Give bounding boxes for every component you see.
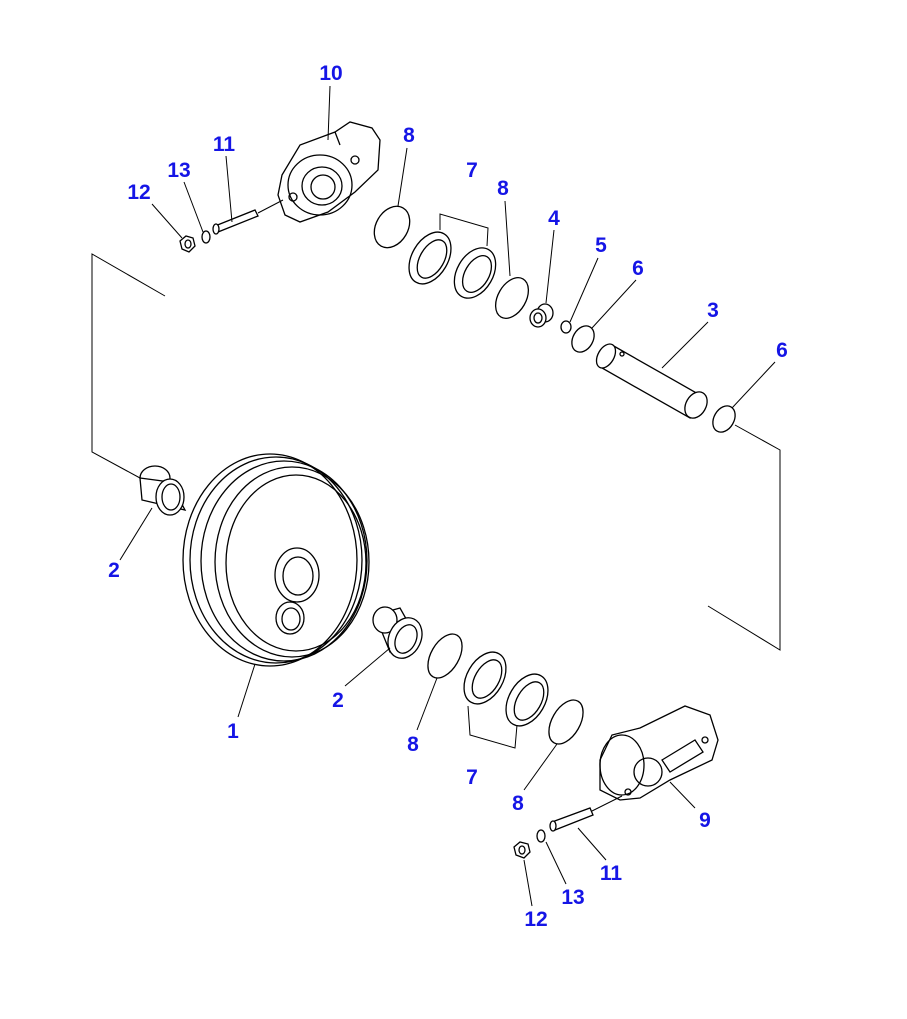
callout-8: 8: [497, 177, 509, 200]
callout-5: 5: [595, 234, 607, 257]
callout-6: 6: [776, 339, 788, 362]
callout-9: 9: [699, 809, 711, 832]
o-ring-8-c: [427, 633, 463, 679]
plug-6-a: [571, 325, 595, 353]
callout-13: 13: [167, 159, 190, 182]
callout-4: 4: [548, 207, 560, 230]
floating-seal-7-top: [408, 213, 497, 299]
callout-12: 12: [127, 181, 150, 204]
washer-13-top: [201, 230, 211, 244]
callout-11: 11: [600, 862, 623, 885]
o-ring-5: [560, 320, 572, 334]
o-ring-8-d: [548, 699, 584, 745]
o-ring-8-a: [373, 205, 411, 249]
callout-2: 2: [332, 689, 344, 712]
callout-13: 13: [561, 886, 584, 909]
callout-1: 1: [227, 720, 239, 743]
callout-8: 8: [403, 124, 415, 147]
callout-11: 11: [213, 133, 236, 156]
leader-lines: [119, 85, 776, 907]
bolt-11-bottom: [549, 795, 623, 832]
callout-12: 12: [524, 908, 547, 931]
callout-10: 10: [319, 62, 342, 85]
callout-3: 3: [707, 299, 719, 322]
bushing-2-right: [372, 606, 423, 659]
callout-7: 7: [466, 159, 478, 182]
bushing-2-left: [139, 465, 187, 516]
shaft-3: [595, 343, 708, 419]
bracket-9: [599, 705, 719, 801]
callout-8: 8: [407, 733, 419, 756]
callout-6: 6: [632, 257, 644, 280]
idler-wheel-1: [182, 453, 370, 667]
nut-12-top: [179, 235, 196, 253]
assembly-outline-right: [707, 424, 781, 651]
callout-8: 8: [512, 792, 524, 815]
bracket-10: [277, 121, 381, 223]
nut-12-bottom: [513, 841, 531, 859]
bolt-11-top: [212, 199, 284, 235]
callout-7: 7: [466, 766, 478, 789]
floating-seal-7-bottom: [463, 651, 549, 749]
o-ring-8-b: [494, 277, 530, 319]
assembly-outline-left: [91, 253, 166, 479]
plug-6-b: [712, 405, 736, 433]
plug-4: [529, 303, 554, 328]
callout-2: 2: [108, 559, 120, 582]
washer-13-bottom: [536, 829, 546, 843]
